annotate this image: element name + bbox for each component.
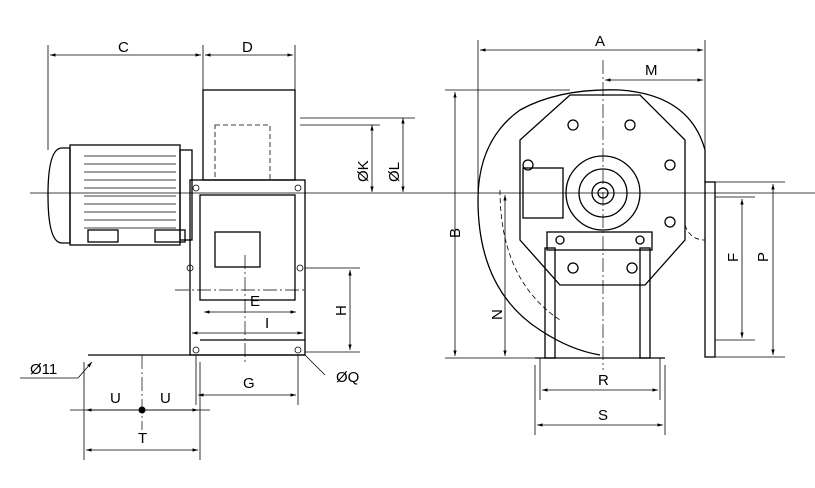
- dim-T-label: T: [138, 430, 147, 447]
- dim-L-label: ØL: [386, 162, 403, 182]
- dim-hole-label: Ø11: [30, 361, 57, 378]
- dim-U1-label: U: [110, 390, 121, 407]
- dim-P-label: P: [755, 252, 772, 262]
- dim-H-label: H: [333, 305, 350, 316]
- dim-I-label: I: [265, 315, 269, 332]
- dim-S-label: S: [598, 407, 608, 424]
- dim-B-label: B: [447, 228, 464, 238]
- side-view: C D ØK ØL E I H G ØQ Ø11 U U T: [20, 39, 815, 460]
- dim-C-label: C: [118, 39, 129, 56]
- dim-D-label: D: [242, 39, 253, 56]
- dim-M-label: M: [645, 62, 658, 79]
- dim-K-label: ØK: [355, 160, 372, 182]
- dim-G-label: G: [243, 375, 255, 392]
- dim-N-label: N: [489, 309, 506, 320]
- dim-E-label: E: [250, 293, 260, 310]
- front-view: A M B N F P R S: [445, 33, 785, 435]
- bolts: [522, 119, 676, 274]
- motor: [47, 144, 193, 246]
- dim-U2-label: U: [160, 390, 171, 407]
- dim-Q-label: ØQ: [336, 369, 359, 386]
- dim-F-label: F: [725, 253, 742, 262]
- dim-R-label: R: [598, 372, 609, 389]
- fan-housing-side: [88, 89, 306, 365]
- dim-A-label: A: [595, 33, 605, 50]
